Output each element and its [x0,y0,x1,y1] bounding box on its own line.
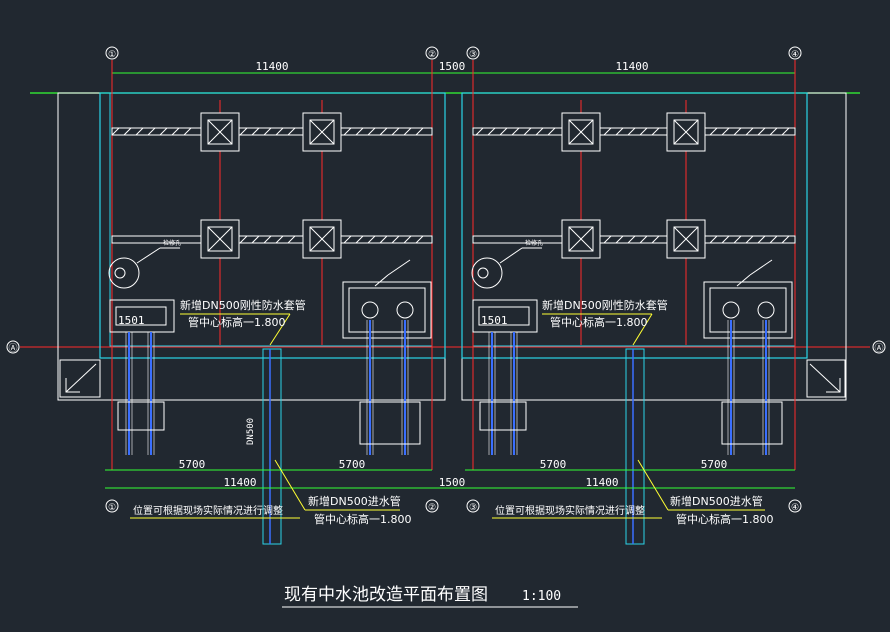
pump-label-left: 1501 [118,314,145,327]
bottom-dimensions: 5700 5700 11400 1500 5700 5700 11400 [105,458,795,489]
annotations-left: 新增DN500刚性防水套管 管中心标高一1.800 位置可根据现场实际情况进行调… [130,298,412,526]
axis-a-left: Ⓐ [8,343,17,354]
title-scale: 1:100 [522,589,561,604]
dim-bottom-l3: 11400 [223,476,256,489]
top-dimension: 11400 1500 11400 [111,60,796,100]
axis-3-top: ③ [469,50,477,60]
new-inlet-left: 新增DN500进水管 [308,494,401,508]
axis-1-bottom: ① [108,503,116,513]
inlet-elev-left: 管中心标高一1.800 [314,512,412,526]
dim-top-gap: 1500 [439,60,466,73]
inlet-elev-right: 管中心标高一1.800 [676,512,774,526]
position-note-left: 位置可根据现场实际情况进行调整 [133,504,283,517]
dim-bottom-r1: 5700 [540,458,567,471]
new-sleeve-right: 新增DN500刚性防水套管 [542,298,668,312]
drawing-title: 现有中水池改造平面布置图 1:100 [282,585,578,608]
axis-3-bottom: ③ [469,503,477,513]
axis-a-right: Ⓐ [874,343,883,354]
left-pool: 检修孔 1501 DN500 [57,80,446,545]
inspect-hole-label-right: 检修孔 [525,239,543,247]
axis-4-bottom: ④ [791,503,799,513]
axis-2-top: ② [428,50,436,60]
dim-top-right: 11400 [615,60,648,73]
sleeve-elev-right: 管中心标高一1.800 [550,315,648,329]
dim-bottom-r2: 5700 [701,458,728,471]
axis-bubbles-bottom: ① ② ③ ④ [105,499,802,513]
right-pool: 检修孔 1501 [461,80,847,545]
pump-label-right: 1501 [481,314,508,327]
sleeve-elev-left: 管中心标高一1.800 [188,315,286,329]
annotations-right: 新增DN500刚性防水套管 管中心标高一1.800 位置可根据现场实际情况进行调… [492,298,774,526]
new-inlet-right: 新增DN500进水管 [670,494,763,508]
title-main: 现有中水池改造平面布置图 [284,585,488,605]
position-note-right: 位置可根据现场实际情况进行调整 [495,504,645,517]
axis-1-top: ① [108,50,116,60]
dim-bottom-l2: 5700 [339,458,366,471]
dn500-left: DN500 [246,418,256,445]
axis-2-bottom: ② [428,503,436,513]
dim-top-left: 11400 [255,60,288,73]
axis-bubbles-top: ① ② ③ ④ [105,46,802,60]
new-sleeve-left: 新增DN500刚性防水套管 [180,298,306,312]
dim-bottom-gap: 1500 [439,476,466,489]
inspect-hole-label-left: 检修孔 [163,239,181,247]
dim-bottom-l1: 5700 [179,458,206,471]
axis-4-top: ④ [791,50,799,60]
dim-bottom-r3: 11400 [585,476,618,489]
